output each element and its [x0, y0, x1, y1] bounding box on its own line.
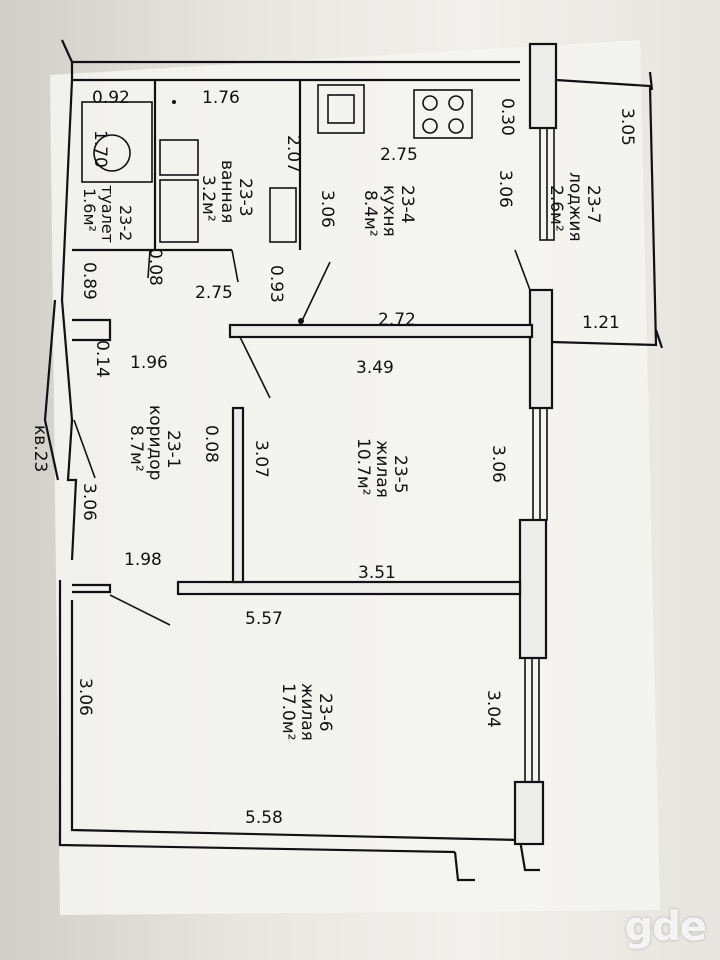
dim-3-06-bath: 3.06 [317, 190, 337, 228]
room-area: 8.4м² [360, 190, 380, 237]
room-name: лоджия [565, 172, 585, 242]
apartment-label: кв.23 [30, 425, 50, 472]
room-label-loggia: 23-7 лоджия 2.6м² [546, 172, 603, 242]
dim-1-98: 1.98 [124, 550, 162, 570]
room-name: жилая [297, 683, 317, 741]
loggia-outline [551, 71, 664, 349]
room-area: 10.7м² [353, 438, 373, 496]
fixtures [81, 84, 473, 324]
dim-3-06-kitchen: 3.06 [495, 170, 515, 208]
room-number: 23-2 [116, 205, 135, 241]
room-name: кухня [379, 185, 399, 237]
room-number: 23-5 [390, 455, 410, 494]
dim-3-06-r5: 3.06 [488, 445, 508, 483]
dim-0-08-bath: 0.08 [145, 248, 165, 286]
room-number: 23-7 [583, 185, 603, 224]
dim-3-06-corr: 3.06 [79, 483, 99, 521]
paper-sheet [50, 40, 660, 915]
room-number: 23-6 [315, 693, 335, 732]
dim-0-92: 0.92 [92, 88, 130, 108]
dim-3-05: 3.05 [617, 108, 637, 146]
room-area: 1.6м² [80, 188, 99, 232]
watermark-logo: gde [624, 904, 707, 950]
room-area: 8.7м² [126, 425, 146, 472]
room-area: 3.2м² [198, 175, 218, 222]
room-area: 17.0м² [278, 683, 298, 741]
dim-0-89: 0.89 [79, 262, 99, 300]
room-label-room5: 23-5 жилая 10.7м² [353, 438, 410, 498]
dim-2-72: 2.72 [378, 310, 416, 330]
dim-2-07: 2.07 [283, 135, 303, 173]
dim-2-75-mid: 2.75 [195, 283, 233, 303]
dim-5-58: 5.58 [245, 808, 283, 828]
dim-3-04: 3.04 [483, 690, 503, 728]
room-name: ванная [217, 160, 237, 223]
room-number: 23-4 [397, 185, 417, 224]
dim-2-75-top: 2.75 [380, 145, 418, 165]
room-number: 23-1 [163, 430, 183, 469]
room-label-toilet: 23-2 туалет 1.6м² [80, 185, 135, 243]
dim-1-21: 1.21 [582, 313, 620, 333]
dim-5-57: 5.57 [245, 609, 283, 629]
interior-walls [72, 80, 534, 626]
room-name: туалет [98, 185, 117, 243]
room-label-kitchen: 23-4 кухня 8.4м² [360, 185, 417, 237]
room-label-corridor: 23-1 коридор 8.7м² [126, 405, 183, 480]
outer-walls [43, 39, 558, 882]
dim-0-93: 0.93 [266, 265, 286, 303]
dim-3-51: 3.51 [358, 563, 396, 583]
room-name: жилая [372, 440, 392, 498]
dim-1-76: 1.76 [202, 88, 240, 108]
dim-1-96: 1.96 [130, 353, 168, 373]
room-label-bathroom: 23-3 ванная 3.2м² [198, 160, 255, 223]
dim-3-49: 3.49 [356, 358, 394, 378]
dim-0-14: 0.14 [92, 340, 112, 378]
dim-3-06-r6: 3.06 [75, 678, 95, 716]
dim-0-08-corr: 0.08 [201, 425, 221, 463]
room-name: коридор [145, 405, 165, 480]
room-number: 23-3 [235, 178, 255, 217]
dim-3-07: 3.07 [251, 440, 271, 478]
dim-0-30: 0.30 [497, 98, 517, 136]
dim-1-70: 1.70 [90, 130, 110, 168]
room-label-room6: 23-6 жилая 17.0м² [278, 683, 335, 741]
room-area: 2.6м² [546, 185, 566, 232]
